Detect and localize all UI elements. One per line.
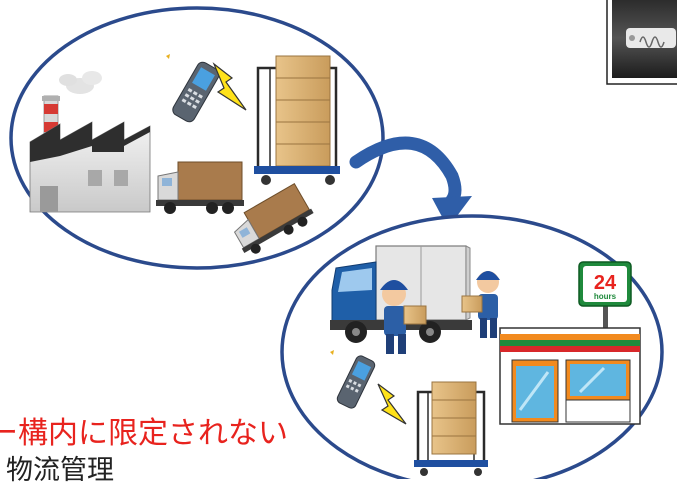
- lightning-icon: [377, 383, 407, 425]
- store-sign-unit: hours: [594, 292, 617, 301]
- roll-cage-cart-icon: [254, 55, 340, 185]
- truck-icon: [233, 182, 314, 254]
- convenience-store-icon: 24 hours: [499, 261, 641, 425]
- handheld-scanner-icon: [172, 61, 220, 123]
- store-sign-number: 24: [594, 272, 617, 294]
- roll-cage-cart-icon: [414, 381, 488, 476]
- sparkle-icon: [166, 54, 170, 59]
- worker-icon: [461, 271, 500, 338]
- worker-icon: [380, 280, 427, 354]
- caption-logistics-management: 物流管理: [6, 455, 114, 486]
- flow-arrow-icon: [349, 136, 472, 228]
- wrist-tag-photo: [606, 0, 677, 85]
- handheld-scanner-icon: [336, 355, 376, 409]
- sparkle-icon: [330, 350, 334, 355]
- truck-icon: [156, 161, 244, 214]
- lightning-icon: [212, 62, 247, 111]
- factory-icon: [29, 71, 151, 213]
- caption-not-limited: ー構内に限定されない: [0, 416, 288, 451]
